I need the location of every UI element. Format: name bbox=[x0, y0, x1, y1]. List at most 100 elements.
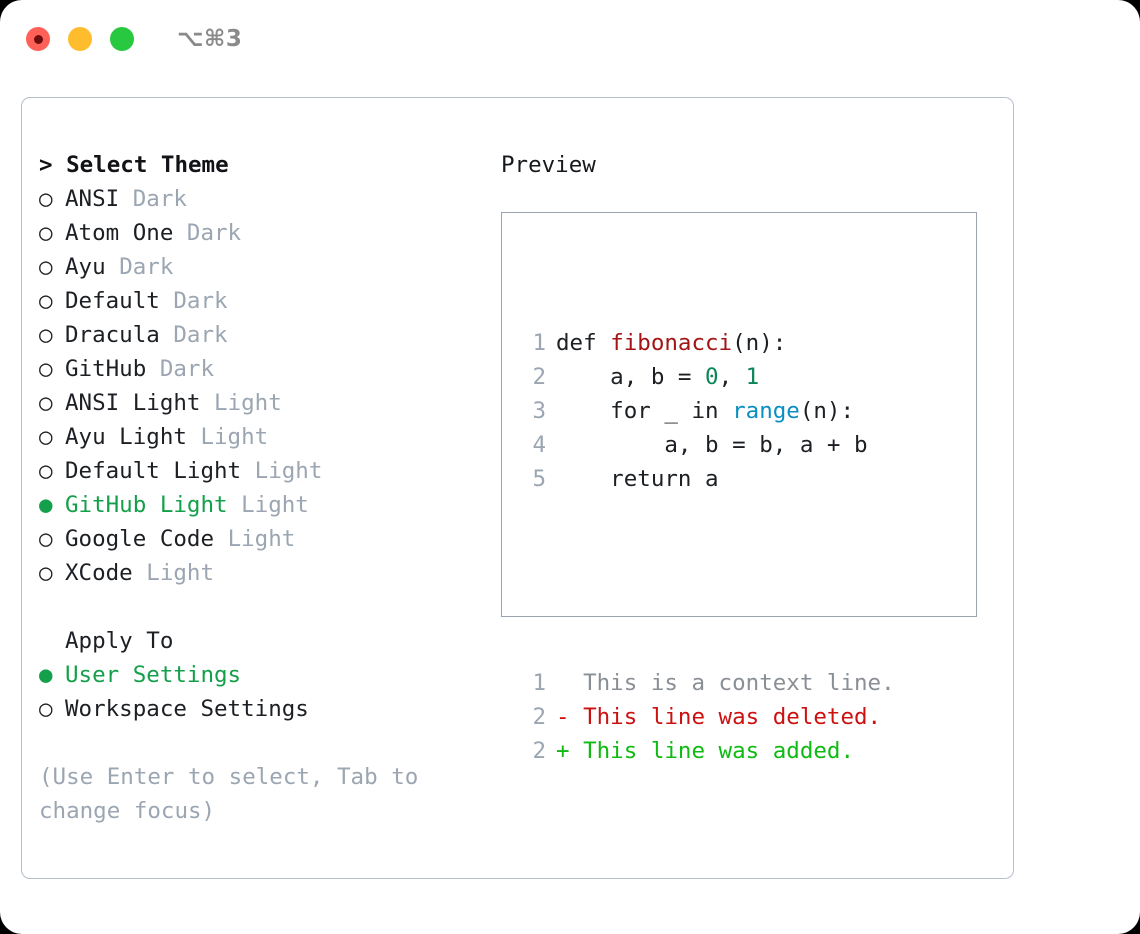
code-line: 3 for _ in range(n): bbox=[522, 394, 895, 428]
close-icon bbox=[33, 34, 43, 44]
apply-to-option-label: User Settings bbox=[65, 662, 242, 688]
code-token-num: 1 bbox=[745, 364, 760, 390]
theme-option-label: XCode bbox=[65, 560, 133, 586]
code-token-num: 0 bbox=[705, 364, 719, 390]
theme-list: ○ANSI Dark○Atom One Dark○Ayu Dark○Defaul… bbox=[39, 182, 479, 590]
diff-line-add: 2+ This line was added. bbox=[522, 734, 895, 768]
code-line: 5 return a bbox=[522, 462, 895, 496]
theme-option-ansi[interactable]: ○ ANSI Dark bbox=[39, 182, 479, 216]
theme-category-label: Light bbox=[146, 560, 215, 586]
code-token-kw: range bbox=[732, 398, 800, 424]
theme-option-label: Google Code bbox=[65, 526, 215, 552]
theme-category-label: Dark bbox=[173, 288, 228, 314]
apply-to-list: ● User Settings ○Workspace Settings bbox=[39, 658, 479, 726]
radio-icon: ○ bbox=[39, 288, 53, 314]
code-token-plain: a, b = bbox=[556, 364, 706, 390]
line-number: 5 bbox=[532, 466, 546, 492]
theme-option-github-light[interactable]: ●GitHub Light Light bbox=[39, 488, 479, 522]
theme-option-label: Dracula bbox=[65, 322, 160, 348]
theme-option-github[interactable]: ○ GitHub Dark bbox=[39, 352, 479, 386]
window-controls bbox=[26, 27, 134, 51]
theme-category-label: Dark bbox=[159, 356, 215, 382]
code-line: 2 a, b = 0, 1 bbox=[522, 360, 895, 394]
radio-icon: ○ bbox=[39, 220, 53, 246]
line-number: 2 bbox=[532, 704, 546, 730]
theme-category-label: Light bbox=[241, 492, 309, 518]
theme-picker-column: > Select Theme ○ANSI Dark○Atom One Dark○… bbox=[39, 148, 479, 828]
code-line: 1 def fibonacci(n): bbox=[522, 326, 895, 360]
radio-icon: ○ bbox=[39, 322, 53, 348]
code-token-plain: (n): bbox=[732, 330, 787, 356]
theme-option-label: GitHub bbox=[65, 356, 147, 382]
theme-option-default-light[interactable]: ○ Default Light Light bbox=[39, 454, 479, 488]
theme-category-label: Dark bbox=[173, 322, 228, 348]
title-bar: ⌥⌘3 bbox=[0, 0, 1140, 78]
keyboard-hint: (Use Enter to select, Tab to change focu… bbox=[39, 764, 419, 824]
theme-option-label: Default Light bbox=[65, 458, 242, 484]
theme-category-label: Dark bbox=[186, 220, 242, 246]
close-button[interactable] bbox=[26, 27, 50, 51]
theme-option-dracula[interactable]: ○ Dracula Dark bbox=[39, 318, 479, 352]
line-number: 4 bbox=[532, 432, 546, 458]
diff-lines: 1 This is a context line.2- This line wa… bbox=[522, 666, 895, 768]
line-number: 2 bbox=[532, 364, 546, 390]
zoom-button[interactable] bbox=[110, 27, 134, 51]
apply-to-option-workspace-settings[interactable]: ○Workspace Settings bbox=[39, 692, 479, 726]
theme-option-label: Atom One bbox=[65, 220, 174, 246]
diff-sign bbox=[556, 670, 570, 696]
theme-category-label: Light bbox=[254, 458, 323, 484]
diff-sign: + bbox=[556, 738, 570, 764]
theme-option-label: ANSI bbox=[65, 186, 120, 212]
apply-to-heading: Apply To bbox=[65, 628, 174, 654]
radio-selected-icon: ● bbox=[39, 662, 53, 688]
theme-option-label: Ayu bbox=[65, 254, 106, 280]
code-token-plain: return a bbox=[556, 466, 719, 492]
section-spacer bbox=[39, 590, 479, 624]
radio-icon: ○ bbox=[39, 560, 53, 586]
radio-icon: ○ bbox=[39, 356, 53, 382]
theme-category-label: Light bbox=[214, 390, 282, 416]
content-panel: > Select Theme ○ANSI Dark○Atom One Dark○… bbox=[21, 97, 1014, 879]
code-token-plain: a, b = b, a + b bbox=[556, 432, 868, 458]
code-token-plain: (n): bbox=[799, 398, 855, 424]
theme-option-xcode[interactable]: ○ XCode Light bbox=[39, 556, 479, 590]
theme-option-ayu-light[interactable]: ○Ayu Light Light bbox=[39, 420, 479, 454]
line-number: 1 bbox=[532, 330, 546, 356]
diff-text: This is a context line. bbox=[569, 670, 895, 696]
diff-line-ctx: 1 This is a context line. bbox=[522, 666, 895, 700]
apply-to-option-user-settings[interactable]: ● User Settings bbox=[39, 658, 479, 692]
code-token-plain: def bbox=[556, 330, 611, 356]
line-number: 1 bbox=[532, 670, 546, 696]
theme-option-default[interactable]: ○ Default Dark bbox=[39, 284, 479, 318]
theme-category-label: Dark bbox=[119, 254, 174, 280]
radio-icon: ○ bbox=[39, 458, 53, 484]
theme-option-ayu[interactable]: ○Ayu Dark bbox=[39, 250, 479, 284]
radio-icon: ○ bbox=[39, 390, 53, 416]
theme-category-label: Light bbox=[227, 526, 296, 552]
page-title: > Select Theme bbox=[39, 152, 229, 178]
theme-category-label: Light bbox=[200, 424, 269, 450]
diff-line-del: 2- This line was deleted. bbox=[522, 700, 895, 734]
preview-title: Preview bbox=[501, 152, 596, 178]
theme-category-label: Dark bbox=[132, 186, 187, 212]
diff-text: This line was added. bbox=[569, 738, 855, 764]
theme-option-label: Default bbox=[65, 288, 160, 314]
radio-icon: ○ bbox=[39, 526, 53, 552]
radio-icon: ○ bbox=[39, 696, 53, 722]
radio-icon: ○ bbox=[39, 186, 53, 212]
theme-option-ansi-light[interactable]: ○ANSI Light Light bbox=[39, 386, 479, 420]
code-token-fn: fibonacci bbox=[610, 330, 733, 356]
minimize-button[interactable] bbox=[68, 27, 92, 51]
theme-option-label: GitHub Light bbox=[65, 492, 228, 518]
hint-spacer bbox=[39, 726, 479, 760]
code-token-plain: , bbox=[718, 364, 746, 390]
theme-option-google-code[interactable]: ○ Google Code Light bbox=[39, 522, 479, 556]
theme-option-atom-one[interactable]: ○ Atom One Dark bbox=[39, 216, 479, 250]
keyboard-shortcut-label: ⌥⌘3 bbox=[177, 26, 243, 52]
diff-sign: - bbox=[556, 704, 570, 730]
